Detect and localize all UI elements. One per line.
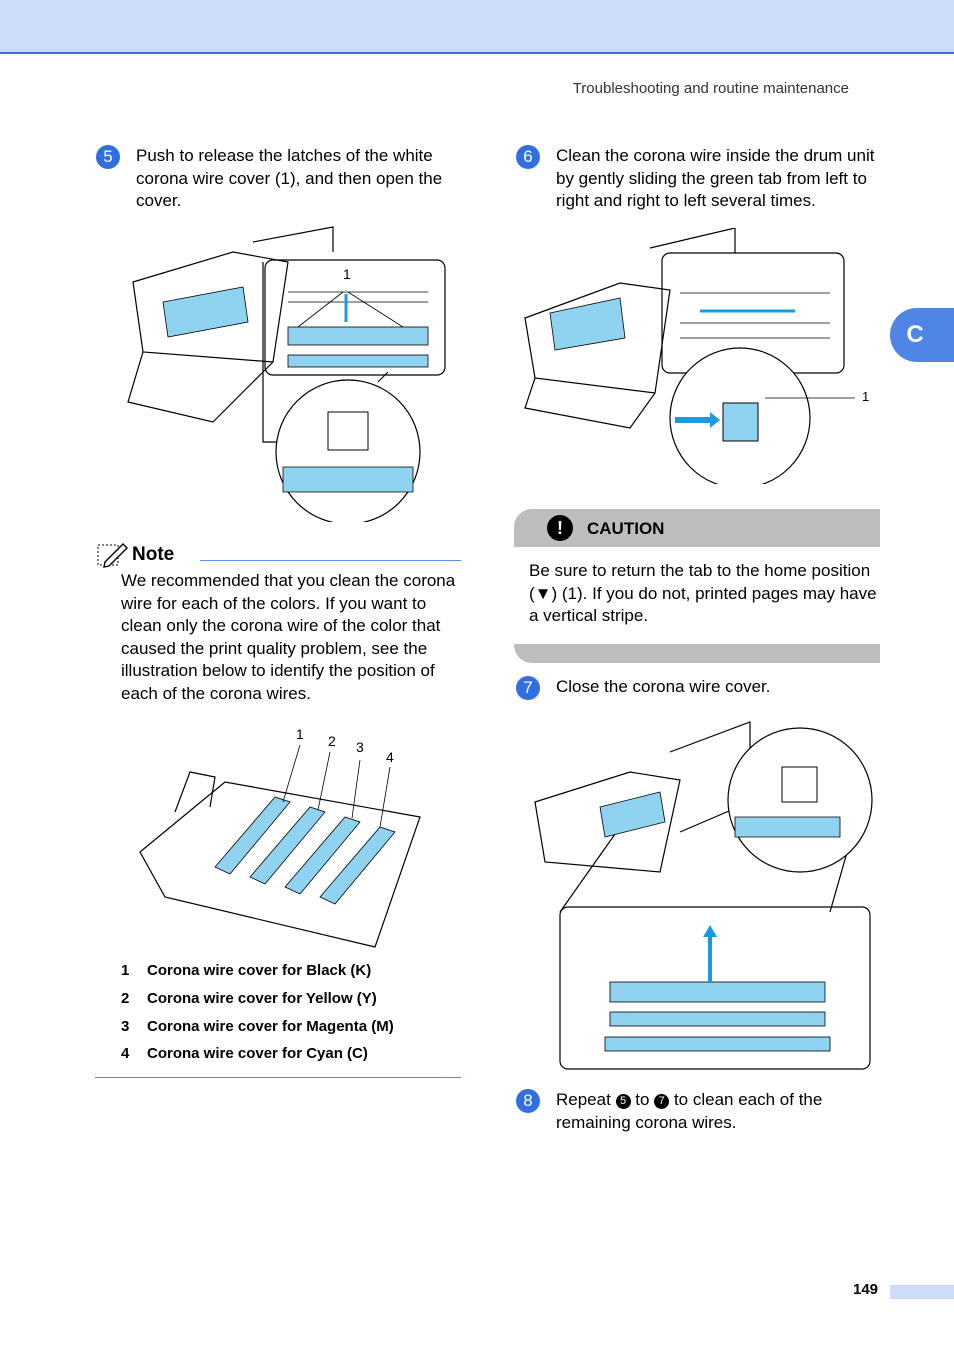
page-number: 149 (853, 1281, 879, 1298)
chapter-tab: C (890, 308, 954, 362)
caution-label: CAUTION (587, 519, 665, 538)
step-ref-5: 5 (615, 1093, 631, 1109)
callout-1: 1 (296, 726, 304, 742)
step-ref-7: 7 (654, 1093, 670, 1109)
figure-callout: 1 (343, 266, 351, 282)
step-number: 7 (516, 676, 540, 700)
caution-header: ! CAUTION (514, 509, 880, 547)
caution-text: Be sure to return the tab to the home po… (529, 561, 877, 625)
step-number: 6 (516, 145, 540, 169)
warning-icon: ! (547, 515, 573, 541)
step-text: Repeat 5 to 7 to clean each of the remai… (556, 1090, 823, 1132)
step-text: Push to release the latches of the white… (136, 146, 443, 210)
note-header: Note (95, 540, 461, 568)
note-label: Note (132, 544, 175, 565)
figure-close-corona-cover (520, 712, 875, 1072)
caution-end-bar (514, 644, 880, 663)
step-text: Clean the corona wire inside the drum un… (556, 146, 875, 210)
running-header: Troubleshooting and routine maintenance (572, 80, 849, 97)
top-banner (0, 0, 954, 54)
page-number-bar (890, 1285, 954, 1299)
callout-3: 3 (356, 739, 364, 755)
callout-4: 4 (386, 749, 394, 765)
figure-callout: 1 (862, 389, 869, 404)
note-rule (200, 560, 461, 561)
figure-drum-unit: 1 2 3 4 (135, 722, 435, 954)
note-end-rule (95, 1077, 461, 1078)
callout-2: 2 (328, 733, 336, 749)
figure-open-corona-cover: 1 (113, 222, 448, 522)
step-number: 5 (96, 145, 120, 169)
note-text: We recommended that you clean the corona… (121, 571, 456, 703)
figure-clean-corona-wire: 1 (520, 228, 875, 484)
pencil-note-icon (97, 543, 128, 568)
step-text: Close the corona wire cover. (556, 677, 771, 696)
step-number: 8 (516, 1089, 540, 1113)
